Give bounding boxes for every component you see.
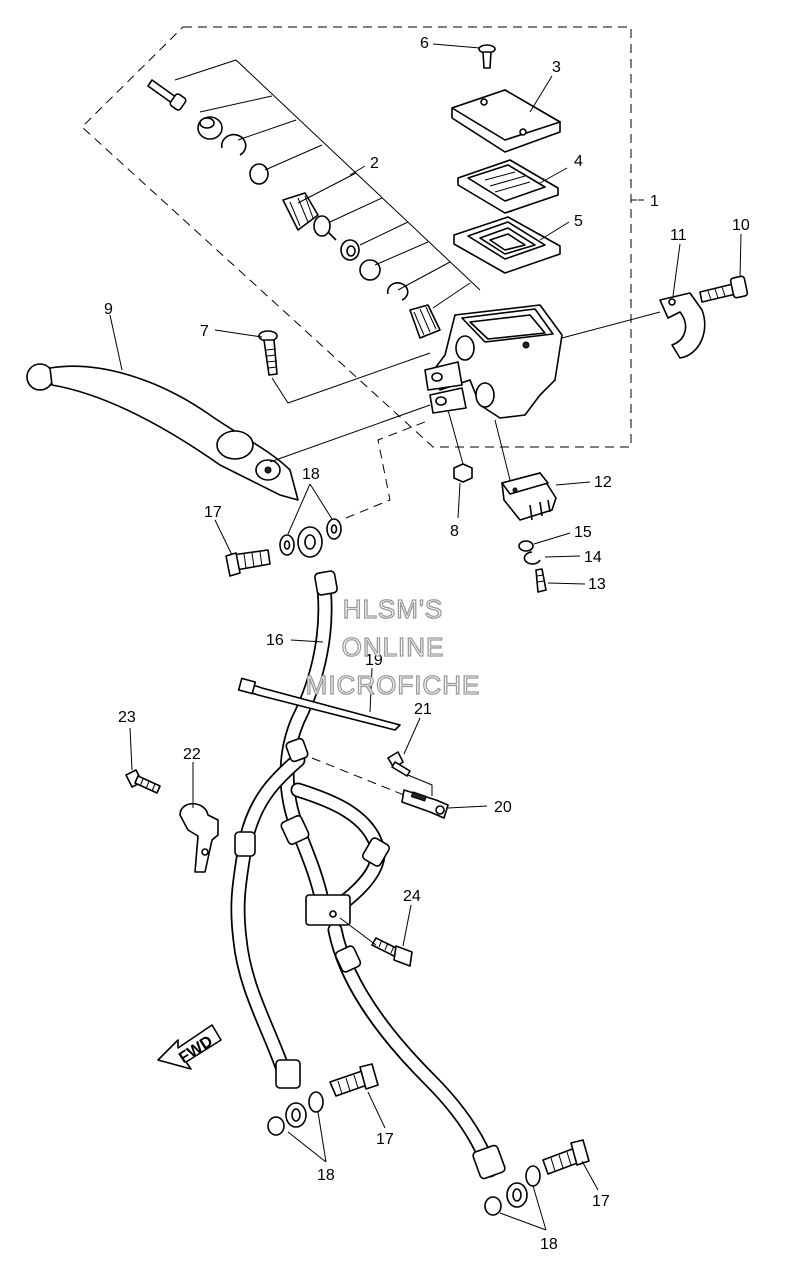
pivot-bolt	[258, 330, 278, 376]
callout-4: 4	[574, 153, 583, 170]
callout-22: 22	[183, 746, 201, 763]
holder-bolt-23	[125, 769, 161, 794]
banjo-bolt-lower-left	[329, 1063, 379, 1097]
callout-9: 9	[104, 301, 113, 318]
reservoir-cap	[451, 89, 561, 153]
assembly-boundary	[81, 26, 632, 448]
master-cylinder-holder	[659, 292, 706, 359]
piston-kit-parts	[147, 79, 441, 339]
callout-11: 11	[670, 227, 687, 244]
callout-17-upper: 17	[204, 504, 222, 521]
callout-13: 13	[588, 576, 606, 593]
callout-19: 19	[365, 652, 383, 669]
watermark-line-2: ONLINE	[342, 632, 445, 662]
hose-holder	[179, 802, 219, 873]
callout-20: 20	[494, 799, 512, 816]
copper-washer	[283, 540, 291, 550]
callout-3: 3	[552, 59, 561, 76]
callout-17-lower-left: 17	[376, 1131, 394, 1148]
holder-bolt	[699, 275, 749, 303]
brake-light-switch	[501, 472, 557, 521]
copper-washer	[525, 1165, 541, 1187]
copper-washer	[308, 1091, 324, 1113]
callout-21: 21	[414, 701, 432, 718]
clip	[523, 551, 541, 565]
diaphragm-plate	[457, 159, 559, 214]
callout-labels: 1 2 3 4 5 6 7 8 9 10 11 12 13 14 15 16 1…	[104, 35, 750, 1253]
guide-bolt	[387, 751, 411, 777]
callout-10: 10	[732, 217, 750, 234]
cable-tie	[237, 677, 401, 731]
callout-17-lower-right: 17	[592, 1193, 610, 1210]
callout-23: 23	[118, 709, 136, 726]
callout-18-lower-right: 18	[540, 1236, 558, 1253]
watermark-line-1: HLSM'S	[343, 594, 444, 624]
callout-15: 15	[574, 524, 592, 541]
banjo-bolt-lower-right	[542, 1139, 590, 1175]
callout-8: 8	[450, 523, 459, 540]
callout-18-lower-left: 18	[317, 1167, 335, 1184]
diaphragm	[453, 216, 561, 274]
master-cylinder-body	[424, 304, 563, 419]
callout-24: 24	[403, 888, 421, 905]
copper-washer	[267, 1116, 285, 1136]
callout-18-upper: 18	[302, 466, 320, 483]
watermark: HLSM'S ONLINE MICROFICHE	[305, 593, 481, 700]
joint-bolt	[371, 937, 413, 967]
hose-fittings	[234, 526, 528, 1208]
banjo-bolt-upper	[225, 549, 271, 577]
cap-screw	[478, 44, 496, 69]
callout-16: 16	[266, 632, 284, 649]
copper-washer	[484, 1196, 502, 1216]
brake-lever	[26, 363, 299, 501]
copper-washer	[330, 524, 338, 534]
callout-14: 14	[584, 549, 602, 566]
callout-7: 7	[200, 323, 209, 340]
pivot-nut	[453, 463, 473, 483]
switch-screw	[535, 568, 547, 593]
callout-5: 5	[574, 213, 583, 230]
callout-6: 6	[420, 35, 429, 52]
hose-guide	[401, 789, 449, 819]
fwd-arrow-icon: FWD	[157, 1024, 222, 1070]
washer	[518, 540, 534, 552]
watermark-line-3: MICROFICHE	[306, 670, 481, 700]
callout-12: 12	[594, 474, 612, 491]
callout-1: 1	[650, 193, 659, 210]
leader-lines	[109, 43, 742, 1231]
callout-2: 2	[370, 155, 379, 172]
